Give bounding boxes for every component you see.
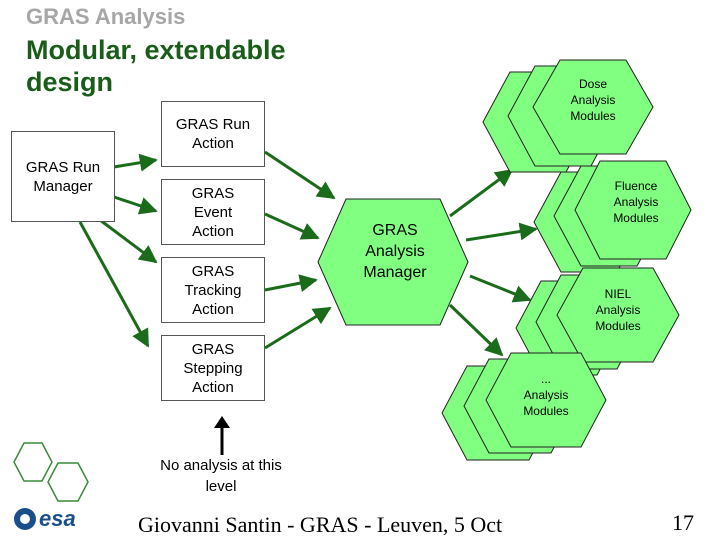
arrow xyxy=(449,168,514,218)
fluence-module-hexagon xyxy=(574,160,692,260)
arrow xyxy=(264,306,332,350)
dose-module-label: Dose Analysis Modules xyxy=(570,77,616,123)
analysis-manager-hexagon xyxy=(317,198,469,326)
niel-module-label: NIEL Analysis Modules xyxy=(595,287,641,333)
slide-title: Modular, extendable design xyxy=(26,35,286,97)
arrow xyxy=(113,153,158,172)
other-module-hexagon xyxy=(485,352,607,448)
esa-logo-icon xyxy=(14,508,36,530)
event-action-box: GRAS Event Action xyxy=(161,179,265,245)
arrow xyxy=(448,303,504,357)
arrow xyxy=(99,218,158,264)
esa-logo: esa xyxy=(14,506,88,532)
arrow xyxy=(78,221,150,348)
arrow xyxy=(264,212,320,240)
fluence-module-label: Fluence Analysis Modules xyxy=(613,179,659,225)
arrow xyxy=(469,274,532,303)
arrow xyxy=(264,150,336,200)
run-manager-box: GRAS Run Manager xyxy=(11,131,115,222)
slide-supertitle: GRAS Analysis xyxy=(26,4,186,29)
note-text: No analysis at this level xyxy=(160,457,282,495)
note-arrowhead xyxy=(214,416,230,428)
run-action-box: GRAS Run Action xyxy=(161,101,265,167)
tracking-action-box: GRAS Tracking Action xyxy=(161,257,265,323)
dose-module-hexagon xyxy=(532,59,654,155)
footer-text: Giovanni Santin - GRAS - Leuven, 5 Oct xyxy=(138,512,503,537)
arrow xyxy=(465,222,538,242)
stepping-action-box: GRAS Stepping Action xyxy=(161,335,265,401)
deco-hexagon xyxy=(47,462,89,502)
esa-logo-text: esa xyxy=(39,506,76,531)
arrow xyxy=(264,274,318,292)
other-module-label: ... Analysis Modules xyxy=(523,372,569,418)
arrow xyxy=(113,195,158,215)
page-number: 17 xyxy=(672,510,694,535)
deco-hexagon xyxy=(13,442,53,482)
analysis-manager-label: GRAS Analysis Manager xyxy=(363,222,427,281)
